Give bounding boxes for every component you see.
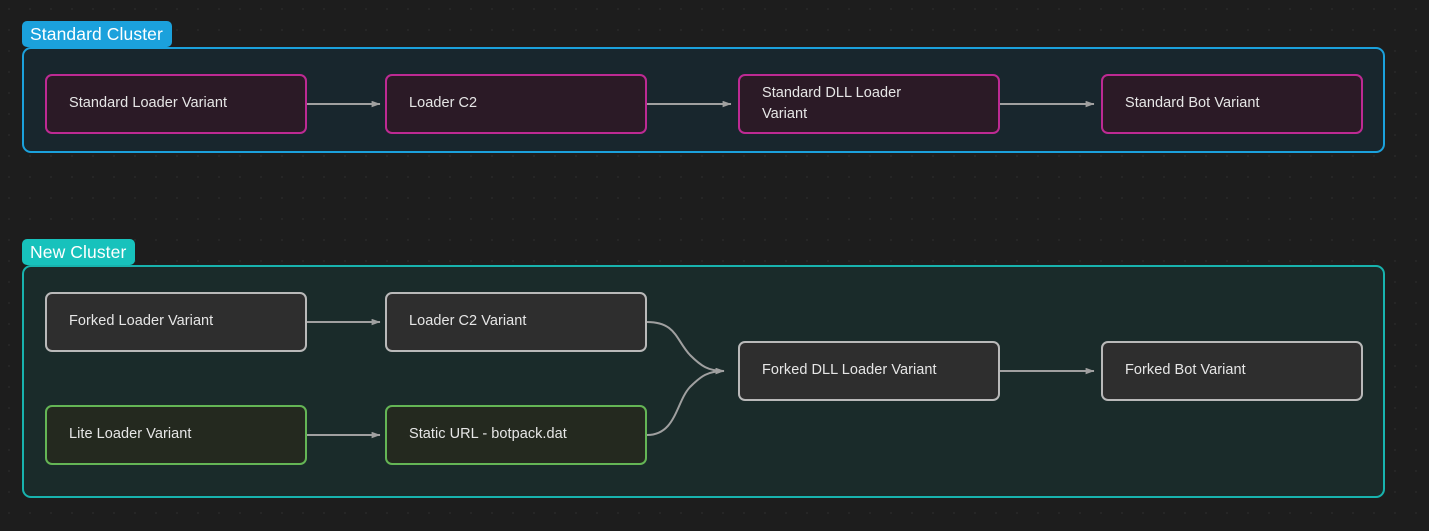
node-label: Lite Loader Variant bbox=[69, 426, 192, 443]
node-label: Standard DLL Loader Variant bbox=[762, 84, 902, 122]
node-forked-bot-variant[interactable]: Forked Bot Variant bbox=[1101, 341, 1363, 401]
node-label: Standard Loader Variant bbox=[69, 95, 228, 112]
node-label: Static URL - botpack.dat bbox=[409, 426, 567, 443]
node-forked-dll-loader-variant[interactable]: Forked DLL Loader Variant bbox=[738, 341, 1000, 401]
node-loader-c2[interactable]: Loader C2 bbox=[385, 74, 647, 134]
node-forked-loader-variant[interactable]: Forked Loader Variant bbox=[45, 292, 307, 352]
node-standard-bot-variant[interactable]: Standard Bot Variant bbox=[1101, 74, 1363, 134]
node-standard-loader-variant[interactable]: Standard Loader Variant bbox=[45, 74, 307, 134]
node-standard-dll-loader-variant[interactable]: Standard DLL Loader Variant bbox=[738, 74, 1000, 134]
node-label: Loader C2 bbox=[409, 95, 478, 112]
node-loader-c2-variant[interactable]: Loader C2 Variant bbox=[385, 292, 647, 352]
cluster-label-standard: Standard Cluster bbox=[22, 21, 172, 47]
node-lite-loader-variant[interactable]: Lite Loader Variant bbox=[45, 405, 307, 465]
node-label: Forked DLL Loader Variant bbox=[762, 362, 937, 379]
node-static-url-botpack[interactable]: Static URL - botpack.dat bbox=[385, 405, 647, 465]
cluster-label-new: New Cluster bbox=[22, 239, 136, 265]
node-label: Forked Loader Variant bbox=[69, 313, 214, 330]
node-label: Loader C2 Variant bbox=[409, 313, 527, 330]
node-label: Standard Bot Variant bbox=[1125, 95, 1260, 112]
node-label: Forked Bot Variant bbox=[1125, 362, 1246, 379]
